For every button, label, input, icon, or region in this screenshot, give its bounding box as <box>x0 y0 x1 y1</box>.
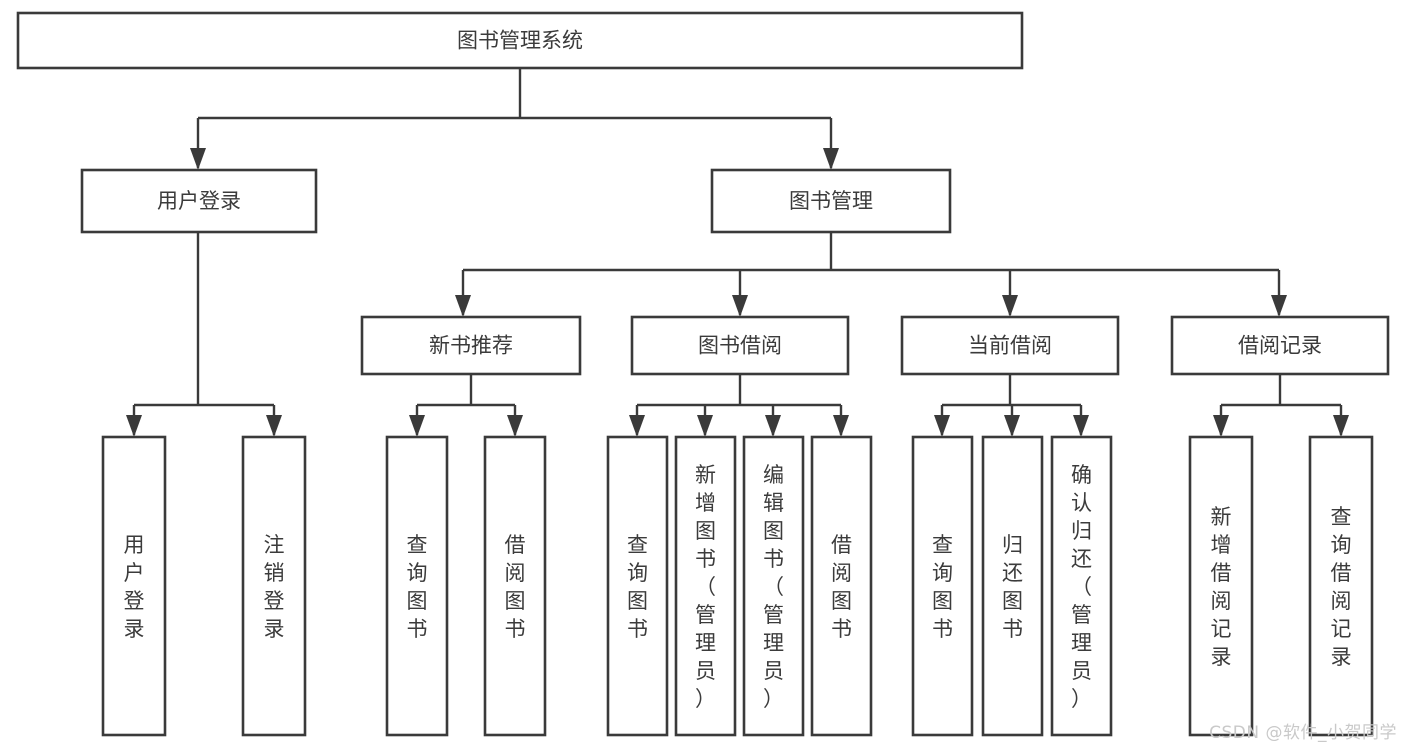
node-label: 注销登录 <box>264 533 285 641</box>
node-label: 图书借阅 <box>698 334 782 358</box>
node-label: 借阅图书 <box>505 533 526 641</box>
arrow-head-icon <box>1271 295 1287 317</box>
arrow-head-icon <box>507 415 523 437</box>
node-box[interactable] <box>630 315 850 376</box>
node-box[interactable] <box>385 435 449 737</box>
node-leaf-borrow-book-2[interactable]: 借阅图书 <box>810 435 873 737</box>
arrow-head-icon <box>1333 415 1349 437</box>
connectors-layer <box>126 68 1349 437</box>
node-label: 编辑图书（管理员） <box>763 463 784 711</box>
arrow-head-icon <box>455 295 471 317</box>
arrow-head-icon <box>833 415 849 437</box>
node-box[interactable] <box>810 435 873 737</box>
node-label: 新书推荐 <box>429 334 513 358</box>
nodes-layer: 图书管理系统用户登录图书管理新书推荐图书借阅当前借阅借阅记录用户登录注销登录查询… <box>16 11 1390 737</box>
arrow-head-icon <box>190 148 206 170</box>
node-box[interactable] <box>606 435 669 737</box>
node-label: 归还图书 <box>1002 533 1023 641</box>
node-current-borrow[interactable]: 当前借阅 <box>900 315 1120 376</box>
node-leaf-query-book-1[interactable]: 查询图书 <box>385 435 449 737</box>
node-box[interactable] <box>101 435 167 737</box>
node-label: 借阅记录 <box>1238 334 1322 358</box>
node-leaf-query-record[interactable]: 查询借阅记录 <box>1308 435 1374 737</box>
node-label: 当前借阅 <box>968 334 1052 358</box>
arrow-head-icon <box>629 415 645 437</box>
arrow-head-icon <box>934 415 950 437</box>
node-box[interactable] <box>710 168 952 234</box>
arrow-head-icon <box>126 415 142 437</box>
arrow-head-icon <box>1073 415 1089 437</box>
node-box[interactable] <box>1308 435 1374 737</box>
node-user-login[interactable]: 用户登录 <box>80 168 318 234</box>
node-leaf-add-record[interactable]: 新增借阅记录 <box>1188 435 1254 737</box>
arrow-head-icon <box>732 295 748 317</box>
node-label: 新增图书（管理员） <box>695 463 716 711</box>
node-label: 图书管理系统 <box>457 29 583 53</box>
node-box[interactable] <box>900 315 1120 376</box>
node-label: 查询图书 <box>407 533 428 641</box>
arrow-head-icon <box>1213 415 1229 437</box>
arrow-head-icon <box>1002 295 1018 317</box>
node-borrow-record[interactable]: 借阅记录 <box>1170 315 1390 376</box>
node-label: 查询借阅记录 <box>1331 505 1352 669</box>
node-label: 确认归还（管理员） <box>1071 463 1092 711</box>
node-leaf-confirm-return[interactable]: 确认归还（管理员） <box>1050 435 1113 737</box>
watermark-text: CSDN @软件_小贺同学 <box>1209 723 1397 743</box>
node-label: 新增借阅记录 <box>1211 505 1232 669</box>
node-label: 查询图书 <box>932 533 953 641</box>
node-leaf-user-login[interactable]: 用户登录 <box>101 435 167 737</box>
arrow-head-icon <box>409 415 425 437</box>
node-leaf-add-book[interactable]: 新增图书（管理员） <box>674 435 737 737</box>
arrow-head-icon <box>765 415 781 437</box>
node-leaf-return-book[interactable]: 归还图书 <box>981 435 1044 737</box>
node-box[interactable] <box>241 435 307 737</box>
node-box[interactable] <box>16 11 1024 70</box>
node-new-book-recommend[interactable]: 新书推荐 <box>360 315 582 376</box>
node-root[interactable]: 图书管理系统 <box>16 11 1024 70</box>
node-leaf-query-book-3[interactable]: 查询图书 <box>911 435 974 737</box>
node-box[interactable] <box>360 315 582 376</box>
arrow-head-icon <box>1004 415 1020 437</box>
node-leaf-logout[interactable]: 注销登录 <box>241 435 307 737</box>
arrow-head-icon <box>266 415 282 437</box>
node-book-borrow[interactable]: 图书借阅 <box>630 315 850 376</box>
node-box[interactable] <box>80 168 318 234</box>
node-label: 图书管理 <box>789 189 873 213</box>
node-box[interactable] <box>674 435 737 737</box>
node-box[interactable] <box>742 435 805 737</box>
node-leaf-borrow-book-1[interactable]: 借阅图书 <box>483 435 547 737</box>
node-book-manage[interactable]: 图书管理 <box>710 168 952 234</box>
node-label: 用户登录 <box>157 189 241 213</box>
node-box[interactable] <box>483 435 547 737</box>
node-leaf-edit-book[interactable]: 编辑图书（管理员） <box>742 435 805 737</box>
node-box[interactable] <box>1188 435 1254 737</box>
arrow-head-icon <box>697 415 713 437</box>
node-label: 借阅图书 <box>831 533 852 641</box>
node-box[interactable] <box>1050 435 1113 737</box>
node-box[interactable] <box>1170 315 1390 376</box>
node-label: 用户登录 <box>124 533 145 641</box>
arrow-head-icon <box>823 148 839 170</box>
node-box[interactable] <box>981 435 1044 737</box>
node-box[interactable] <box>911 435 974 737</box>
node-leaf-query-book-2[interactable]: 查询图书 <box>606 435 669 737</box>
node-label: 查询图书 <box>627 533 648 641</box>
